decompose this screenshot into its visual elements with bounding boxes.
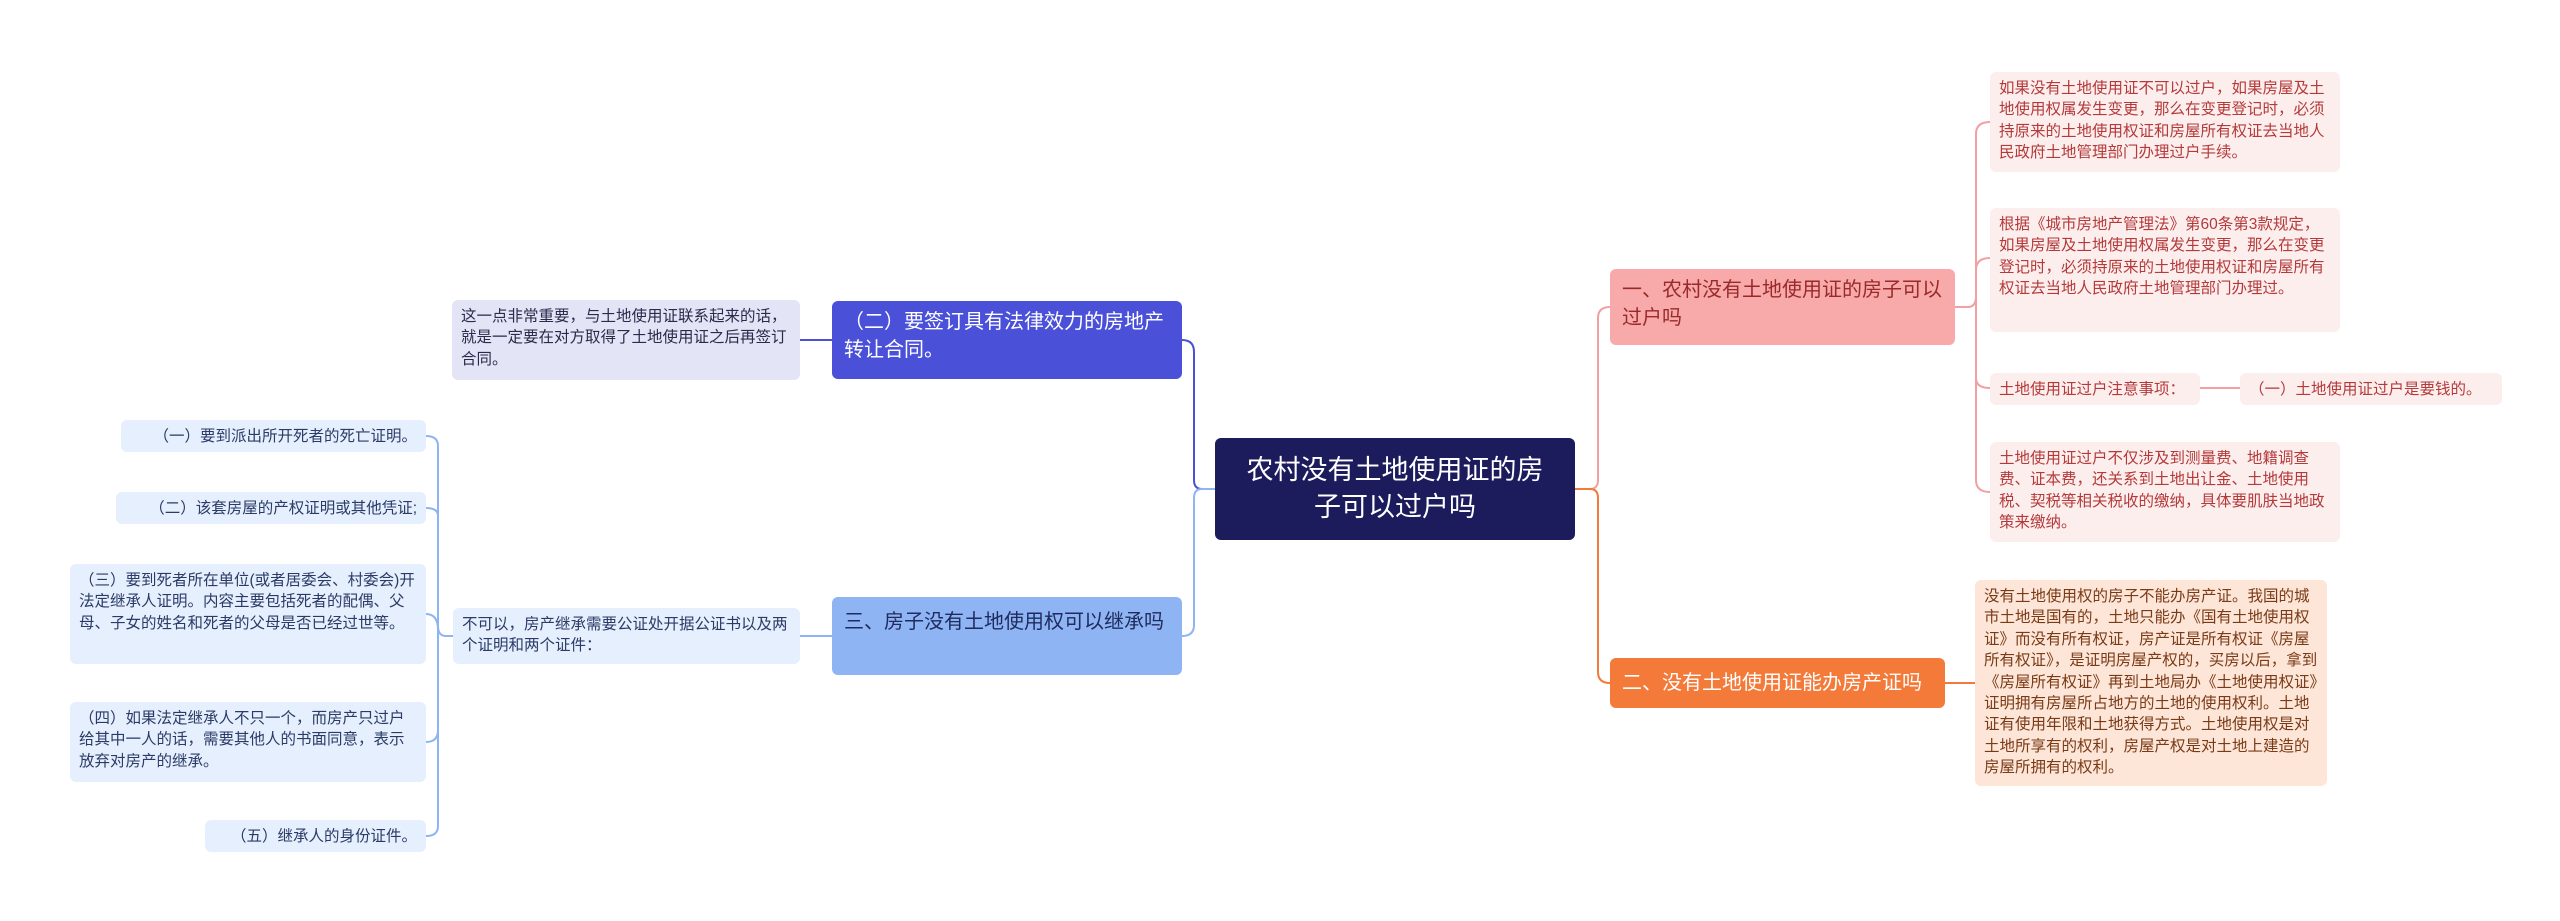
branch-one-leaf-2[interactable]: 根据《城市房地产管理法》第60条第3款规定，如果房屋及土地使用权属发生变更，那么… xyxy=(1990,208,2340,332)
link-root-two xyxy=(1575,488,1611,684)
root-topic[interactable]: 农村没有土地使用证的房子可以过户吗 xyxy=(1215,438,1575,540)
branch-two[interactable]: 二、没有土地使用证能办房产证吗 xyxy=(1610,658,1945,708)
inheritance-item-1[interactable]: （一）要到派出所开死者的死亡证明。 xyxy=(121,420,426,452)
branch-one-leaf-3[interactable]: 土地使用证过户注意事项： xyxy=(1990,373,2200,405)
leaf-text: 如果没有土地使用证不可以过户，如果房屋及土地使用权属发生变更，那么在变更登记时，… xyxy=(1999,80,2325,162)
link-root-three xyxy=(1181,488,1215,637)
link-root-sign xyxy=(1181,339,1215,490)
branch-three[interactable]: 三、房子没有土地使用权可以继承吗 xyxy=(832,597,1182,675)
inheritance-item-2[interactable]: （二）该套房屋的产权证明或其他凭证; xyxy=(116,492,426,524)
branch-sign-label: （二）要签订具有法律效力的房地产转让合同。 xyxy=(844,311,1164,361)
link-one-leaf2 xyxy=(1975,257,1991,307)
leaf-text: （二）该套房屋的产权证明或其他凭证; xyxy=(149,500,417,517)
branch-two-leaf[interactable]: 没有土地使用权的房子不能办房产证。我国的城市土地是国有的，土地只能办《国有土地使… xyxy=(1975,580,2327,786)
link-root-one xyxy=(1575,306,1611,490)
branch-sign-leaf[interactable]: 这一点非常重要，与土地使用证联系起来的话，就是一定要在对方取得了土地使用证之后再… xyxy=(452,300,800,380)
leaf-text: （一）要到派出所开死者的死亡证明。 xyxy=(153,428,417,445)
inheritance-item-4[interactable]: （四）如果法定继承人不只一个，而房产只过户给其中一人的话，需要其他人的书面同意，… xyxy=(70,702,426,782)
leaf-text: （三）要到死者所在单位(或者居委会、村委会)开法定继承人证明。内容主要包括死者的… xyxy=(79,572,415,632)
root-title: 农村没有土地使用证的房子可以过户吗 xyxy=(1246,454,1544,522)
leaf-text: 土地使用证过户不仅涉及到测量费、地籍调查费、证本费，还关系到土地出让金、土地使用… xyxy=(1999,450,2325,532)
inheritance-item-5[interactable]: （五）继承人的身份证件。 xyxy=(205,820,426,852)
leaf-text: 根据《城市房地产管理法》第60条第3款规定，如果房屋及土地使用权属发生变更，那么… xyxy=(1999,216,2325,298)
leaf-text: 不可以，房产继承需要公证处开据公证书以及两个证明和两个证件： xyxy=(462,616,788,655)
link-one-leaf1 xyxy=(1955,121,1991,308)
branch-one-leaf-4[interactable]: 土地使用证过户不仅涉及到测量费、地籍调查费、证本费，还关系到土地出让金、土地使用… xyxy=(1990,442,2340,542)
branch-one-subleaf[interactable]: （一）土地使用证过户是要钱的。 xyxy=(2240,373,2502,405)
leaf-text: 没有土地使用权的房子不能办房产证。我国的城市土地是国有的，土地只能办《国有土地使… xyxy=(1984,588,2318,776)
link-leaf-items xyxy=(425,435,453,837)
leaf-text: （一）土地使用证过户是要钱的。 xyxy=(2249,381,2482,398)
branch-three-label: 三、房子没有土地使用权可以继承吗 xyxy=(844,611,1164,633)
leaf-text: （五）继承人的身份证件。 xyxy=(230,828,417,845)
link-one-leaf3 xyxy=(1975,307,1991,389)
inheritance-item-3[interactable]: （三）要到死者所在单位(或者居委会、村委会)开法定继承人证明。内容主要包括死者的… xyxy=(70,564,426,664)
branch-one-label: 一、农村没有土地使用证的房子可以过户吗 xyxy=(1622,279,1942,329)
branch-one[interactable]: 一、农村没有土地使用证的房子可以过户吗 xyxy=(1610,269,1955,345)
leaf-text: 土地使用证过户注意事项： xyxy=(1999,381,2186,398)
leaf-text: 这一点非常重要，与土地使用证联系起来的话，就是一定要在对方取得了土地使用证之后再… xyxy=(461,308,787,368)
branch-two-label: 二、没有土地使用证能办房产证吗 xyxy=(1622,672,1922,694)
branch-one-leaf-1[interactable]: 如果没有土地使用证不可以过户，如果房屋及土地使用权属发生变更，那么在变更登记时，… xyxy=(1990,72,2340,172)
link-one-leaf4 xyxy=(1975,307,1991,493)
branch-three-leaf[interactable]: 不可以，房产继承需要公证处开据公证书以及两个证明和两个证件： xyxy=(453,608,800,664)
branch-sign[interactable]: （二）要签订具有法律效力的房地产转让合同。 xyxy=(832,301,1182,379)
leaf-text: （四）如果法定继承人不只一个，而房产只过户给其中一人的话，需要其他人的书面同意，… xyxy=(79,710,405,770)
